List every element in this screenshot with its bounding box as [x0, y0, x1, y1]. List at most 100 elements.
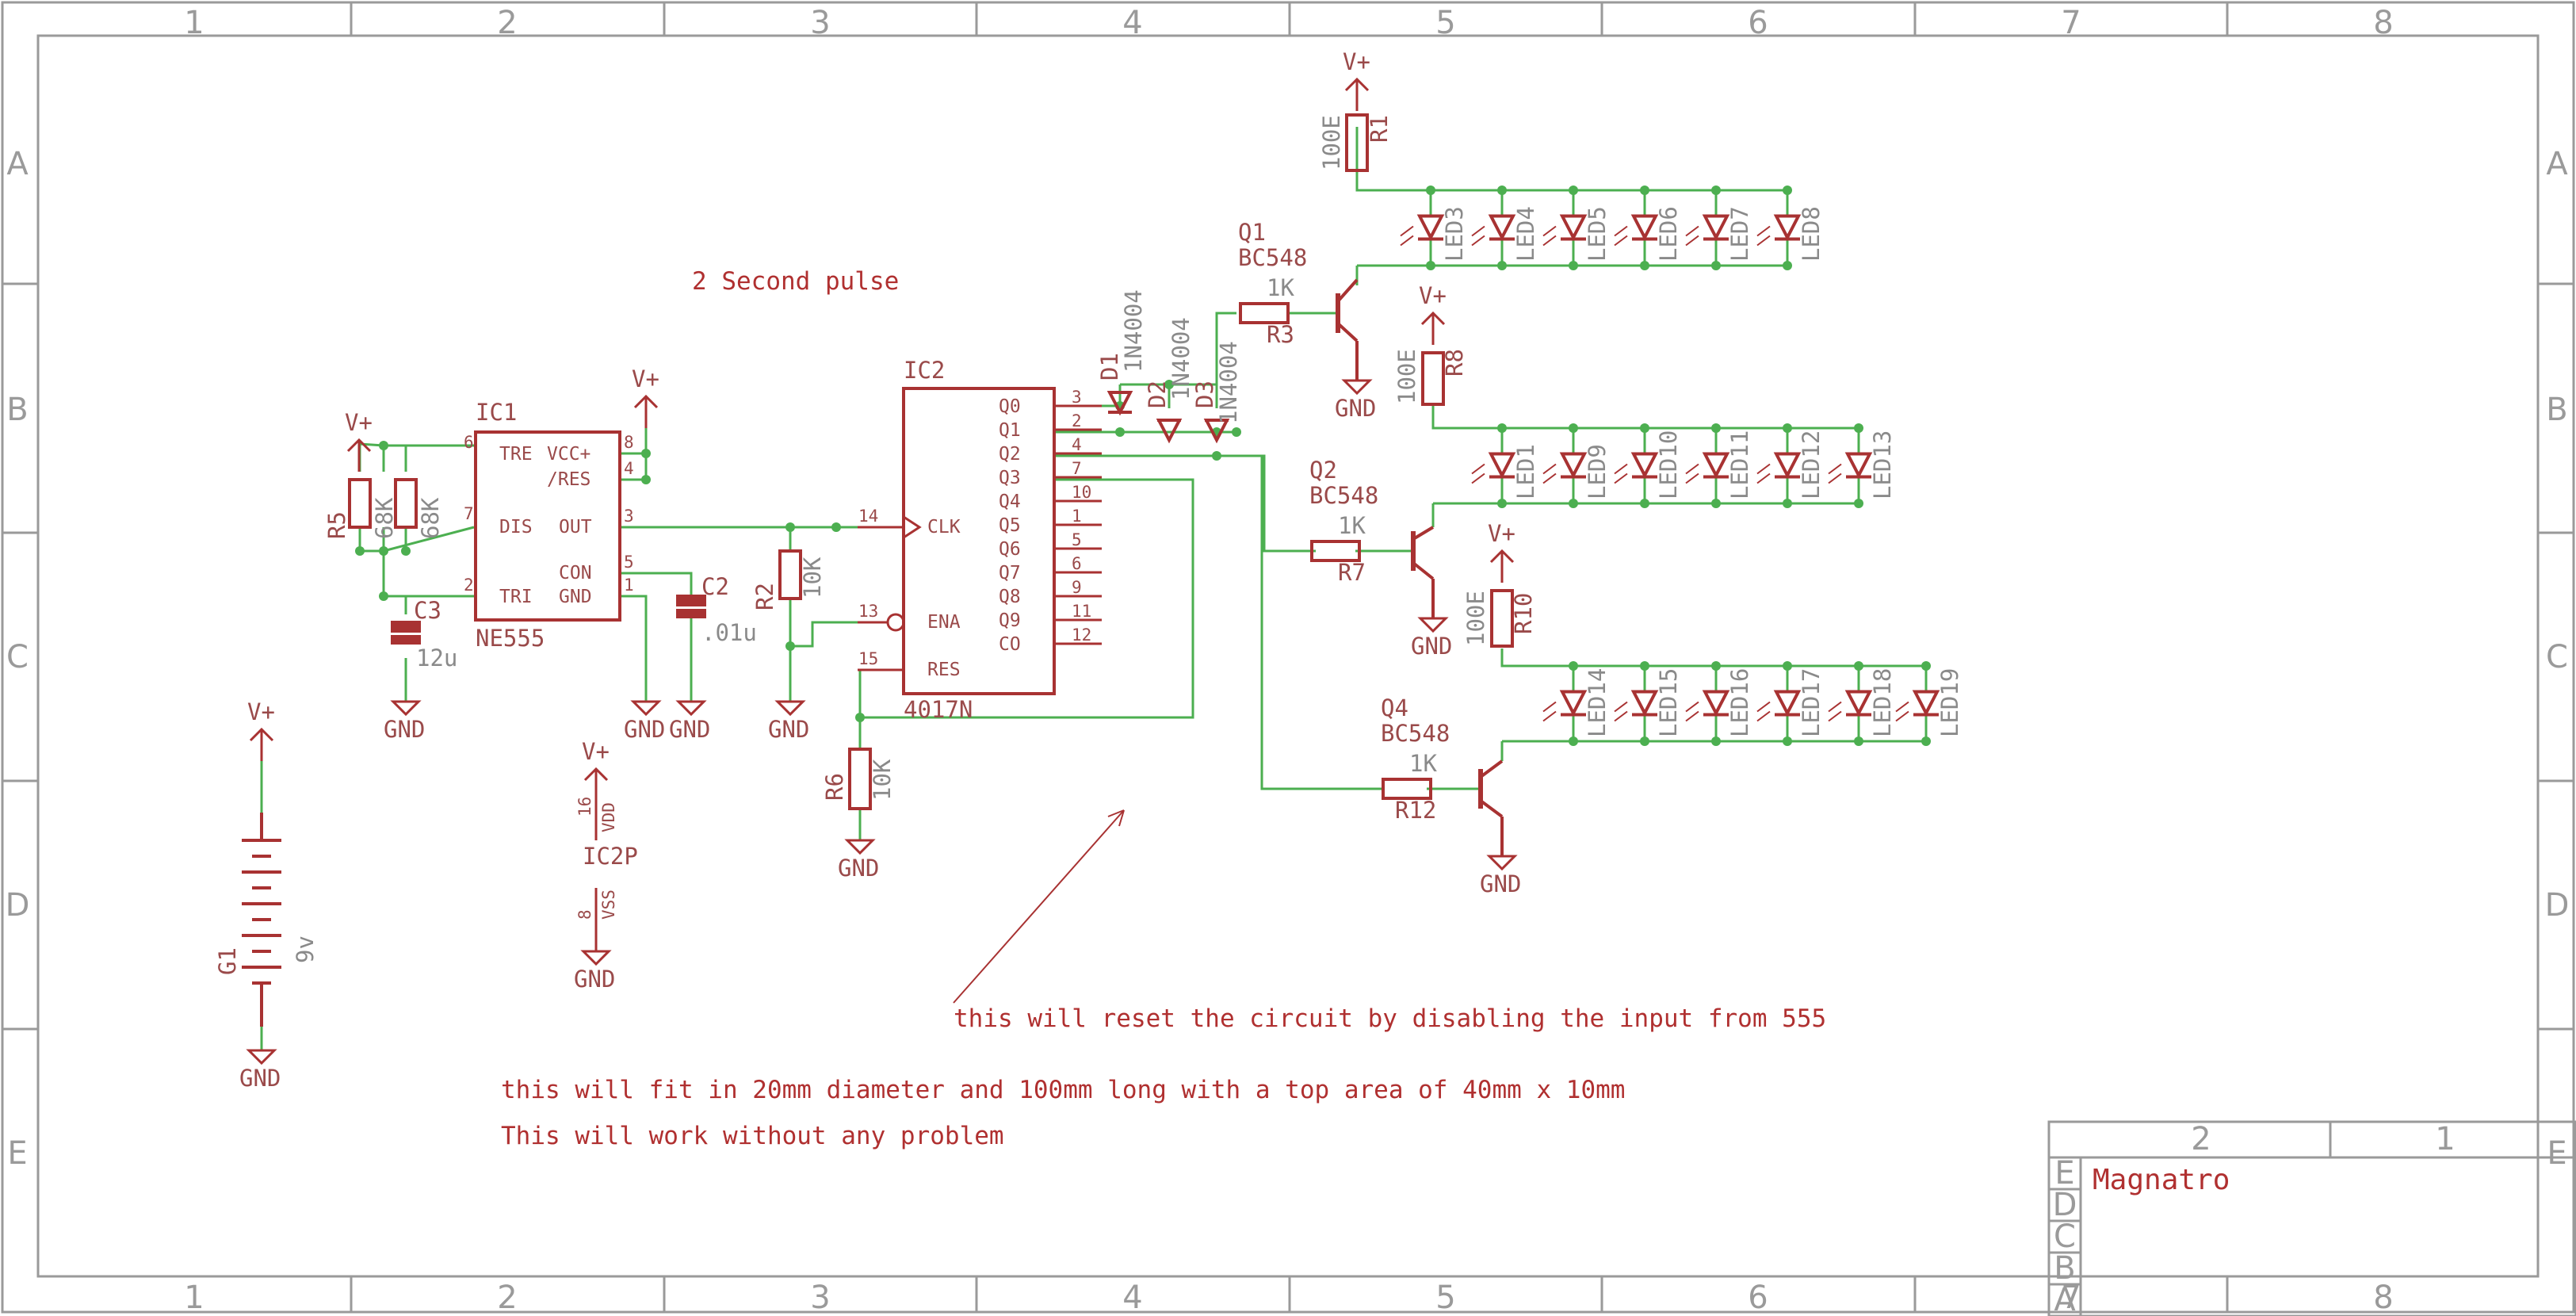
col-label: 8	[2373, 1280, 2393, 1316]
ic1-pin-num: 7	[464, 504, 474, 523]
junction-dot	[1711, 423, 1721, 433]
led-label: LED19	[1936, 668, 1963, 737]
junction-dot	[855, 713, 865, 722]
r5-ref: R5	[323, 511, 350, 539]
ic1-ref: IC1	[476, 399, 517, 426]
led-led18: LED18	[1828, 661, 1896, 746]
junction-dot	[785, 641, 795, 651]
ic2-pin-clk: CLK	[927, 517, 961, 537]
led-led13: LED13	[1828, 423, 1896, 508]
title-block-row: A	[2054, 1282, 2076, 1316]
col-label: 6	[1748, 5, 1768, 41]
junction-dot	[1569, 186, 1578, 195]
r5-value: 68K	[371, 497, 398, 539]
gnd-label: GND	[624, 716, 665, 743]
gnd-label: GND	[1335, 395, 1376, 422]
row-label: E	[7, 1135, 27, 1172]
junction-dot	[1854, 499, 1863, 508]
led-label: LED10	[1655, 430, 1682, 499]
junction-dot	[1854, 736, 1863, 746]
ic2-value: 4017N	[904, 696, 973, 723]
junction-dot	[1497, 186, 1507, 195]
ic1-body	[474, 430, 621, 622]
ic1-pin-num: 2	[464, 576, 474, 595]
ic1-pin-tri: TRI	[499, 587, 533, 607]
junction-dot	[1497, 423, 1507, 433]
ic2-pin-num: 4	[1072, 435, 1082, 454]
r2-value: 10K	[799, 557, 826, 599]
junction-dot	[379, 591, 388, 601]
gnd-symbol: GND	[624, 700, 665, 743]
junction-dot	[1569, 261, 1578, 270]
frame-row-labels-right: A B C D E	[2545, 146, 2570, 1172]
junction-dot	[1854, 661, 1863, 671]
ic2-pin-num: 6	[1072, 554, 1082, 573]
r3-ref: R3	[1267, 321, 1294, 348]
junction-dot	[1232, 427, 1241, 437]
row-label: B	[6, 392, 28, 428]
g1-ref: G1	[214, 947, 241, 975]
ic2-pin-res: RES	[927, 660, 961, 680]
ic1-pin-vcc: VCC+	[547, 444, 590, 465]
led-led6: LED6	[1614, 186, 1682, 270]
gnd-symbol: GND	[1335, 379, 1376, 422]
col-label: 2	[497, 1280, 517, 1316]
ic2-pin-co: CO	[999, 634, 1021, 655]
ic1-pin-dis: DIS	[499, 517, 533, 537]
note-reset: this will reset the circuit by disabling…	[954, 1004, 1826, 1033]
frame-column-labels-bottom: 1 2 3 4 5 6 7 8	[184, 1280, 2393, 1316]
vplus-label: V+	[1419, 282, 1447, 309]
ic1-pin-num: 4	[624, 459, 634, 478]
led-label: LED17	[1798, 668, 1825, 737]
junction-dot	[1783, 186, 1792, 195]
junction-dot	[1711, 736, 1721, 746]
col-label: 4	[1122, 5, 1142, 41]
gnd-label: GND	[239, 1065, 281, 1092]
ic2-pin-num: 13	[858, 602, 878, 621]
d2-ref: D2	[1144, 381, 1171, 408]
led-label: LED14	[1584, 668, 1611, 737]
junction-dot	[1711, 499, 1721, 508]
led-label: LED6	[1655, 206, 1682, 262]
led-label: LED8	[1798, 206, 1825, 262]
junction-dot	[1426, 186, 1435, 195]
ic1-pin-num: 5	[624, 553, 634, 572]
led-label: LED9	[1584, 444, 1611, 499]
vplus-symbol: V+	[632, 365, 659, 428]
junction-dot	[1497, 499, 1507, 508]
col-label: 4	[1122, 1280, 1142, 1316]
q2-value: BC548	[1309, 482, 1378, 509]
gnd-label: GND	[574, 966, 615, 993]
r6-value: 10K	[869, 759, 896, 801]
title-block-row: D	[2053, 1187, 2077, 1223]
led-led17: LED17	[1756, 661, 1825, 746]
ic2p-vdd-pin: 16	[575, 797, 594, 817]
r2-ref: R2	[751, 583, 778, 610]
vplus-label: V+	[1488, 520, 1515, 547]
gnd-symbol: GND	[1411, 617, 1452, 660]
led-led5: LED5	[1542, 186, 1611, 270]
led-led15: LED15	[1614, 661, 1682, 746]
ic1-pin-num: 6	[464, 433, 474, 452]
led-led16: LED16	[1685, 661, 1753, 746]
q1-ref: Q1	[1238, 219, 1266, 246]
junction-dot	[379, 441, 388, 450]
led-label: LED16	[1726, 668, 1753, 737]
junction-dot	[1783, 423, 1792, 433]
ic1-pin-tre: TRE	[499, 444, 533, 465]
junction-dot	[1783, 261, 1792, 270]
d3-value: 1N4004	[1215, 341, 1242, 424]
r7-ref: R7	[1338, 559, 1366, 586]
junction-dot	[831, 522, 841, 532]
ic1-pin-con: CON	[559, 563, 592, 583]
ic1-pin-res: /RES	[547, 469, 590, 490]
junction-dot	[1783, 499, 1792, 508]
note-fit: this will fit in 20mm diameter and 100mm…	[501, 1076, 1625, 1104]
led-led19: LED19	[1895, 661, 1963, 746]
led-label: LED13	[1869, 430, 1896, 499]
col-label: 6	[1748, 1280, 1768, 1316]
junction-dot	[1115, 427, 1125, 437]
